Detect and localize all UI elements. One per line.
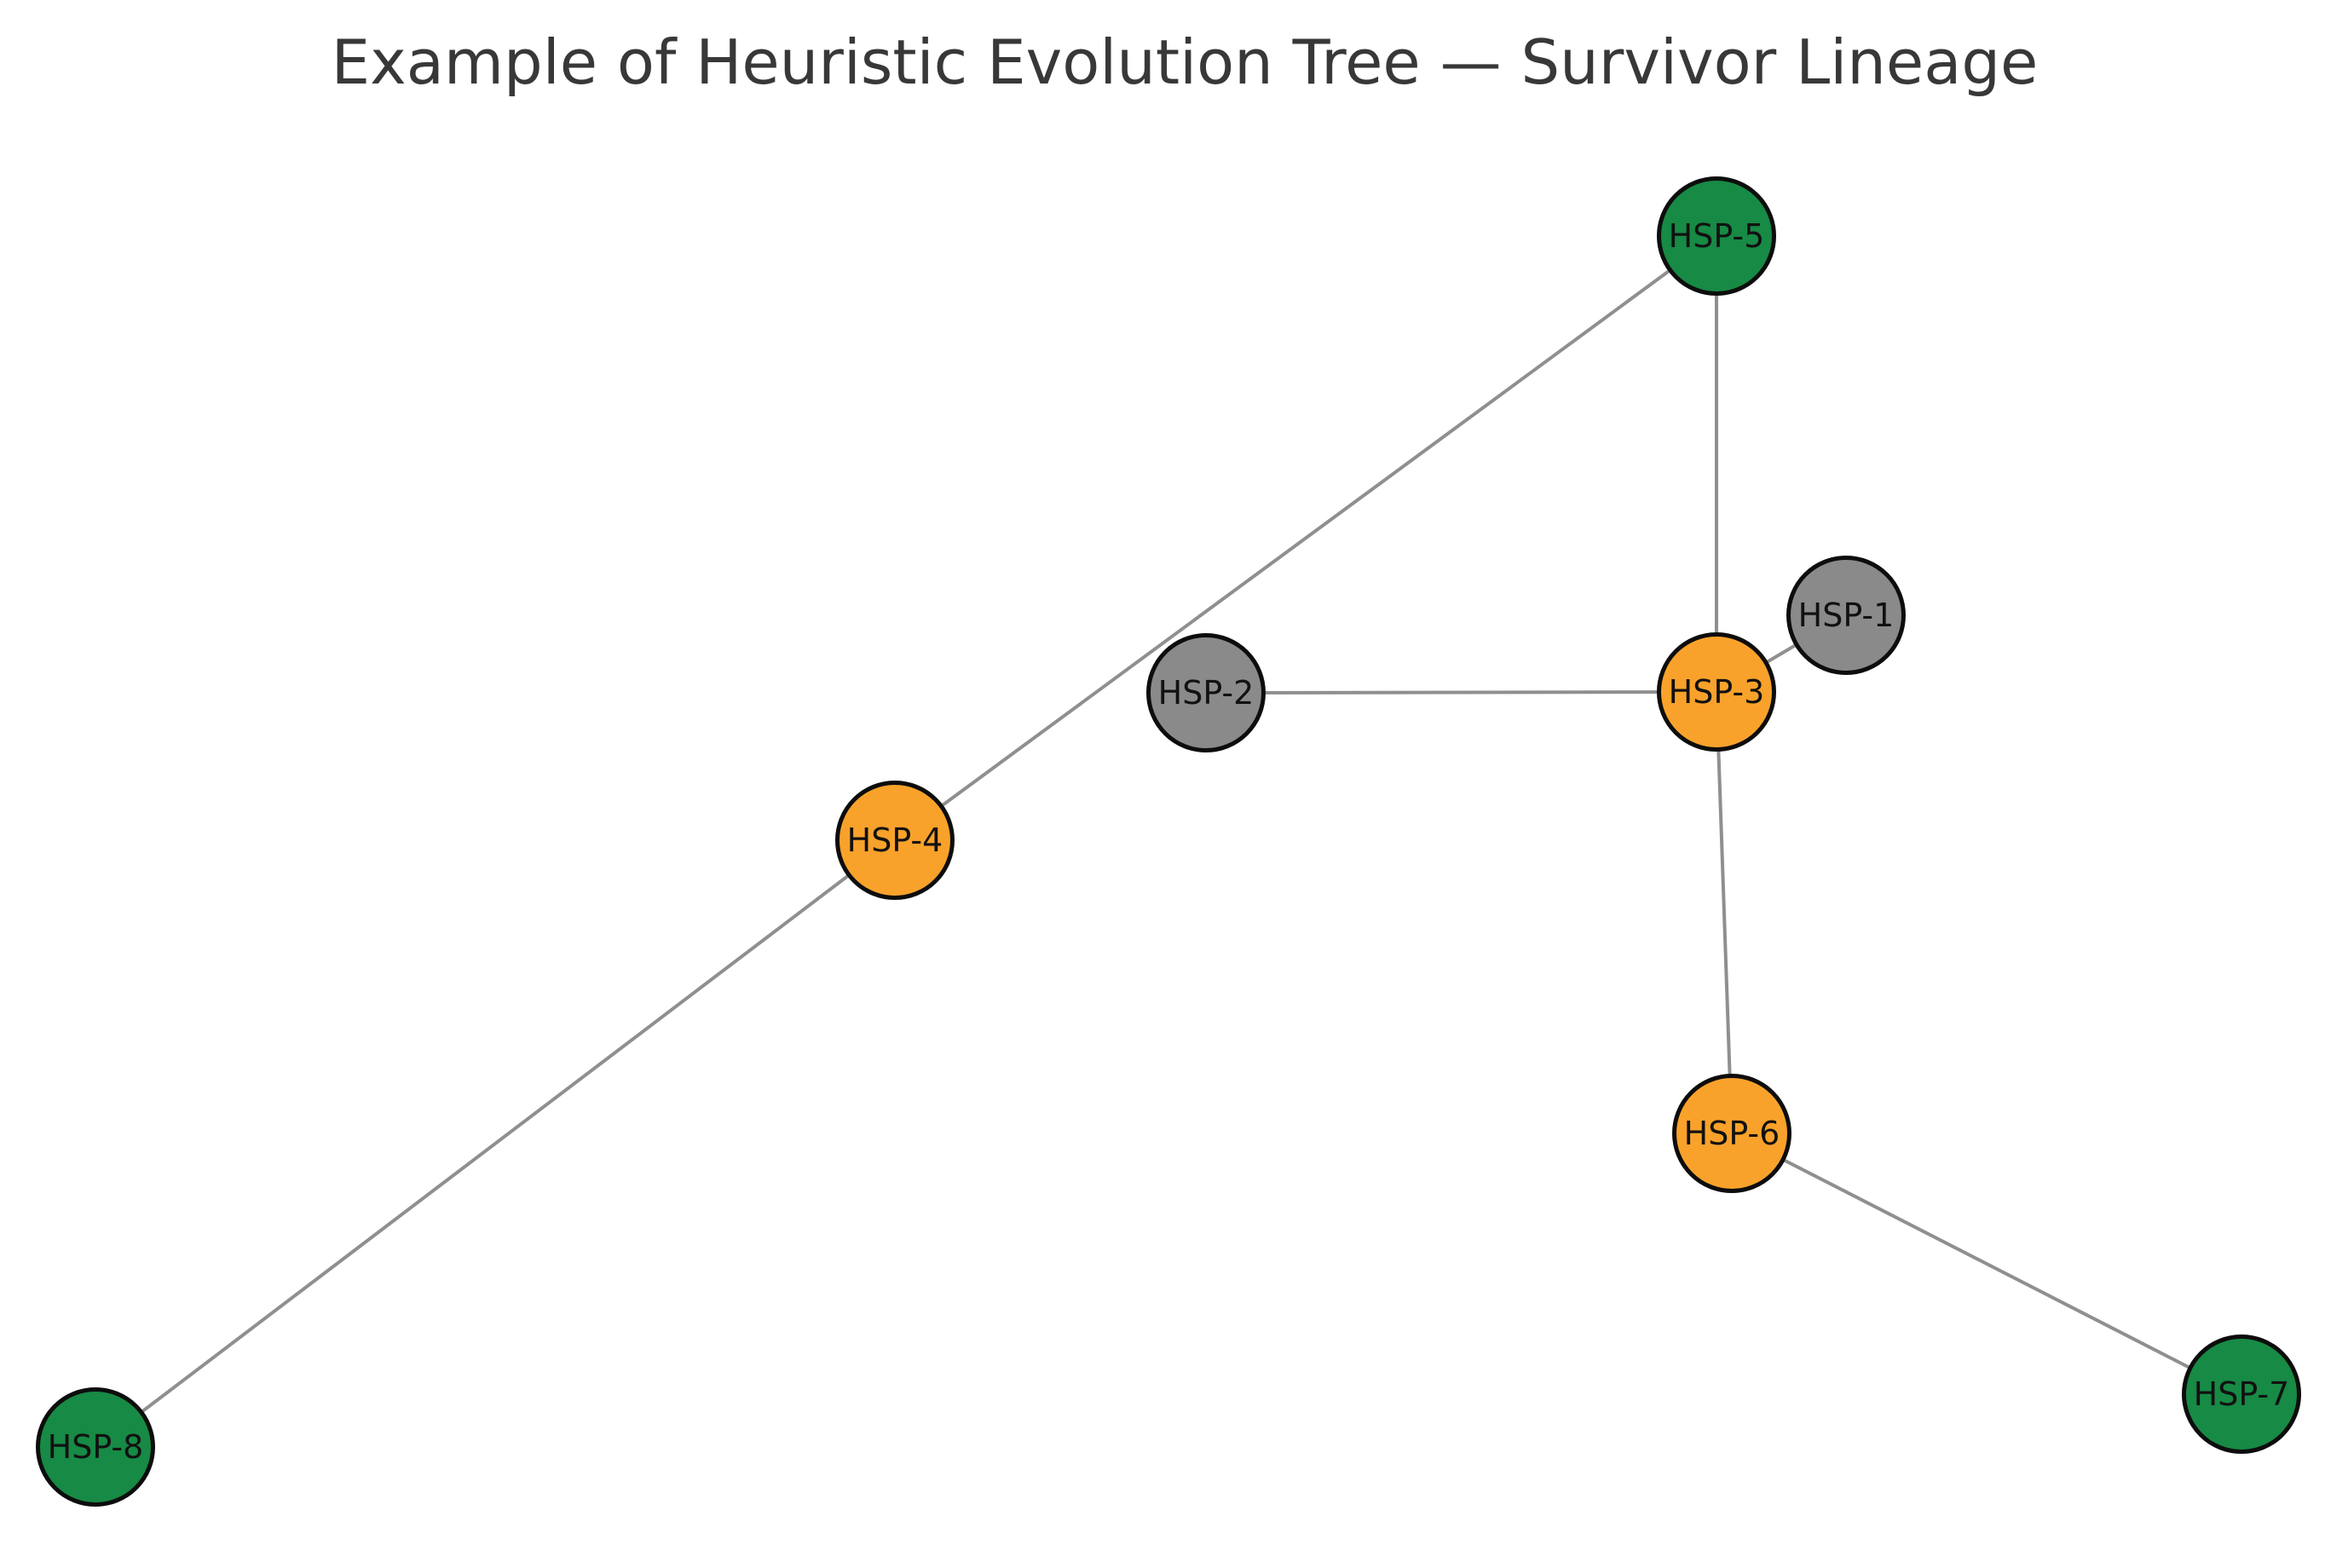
node-hsp-5: HSP-5 [1657,176,1776,296]
edge-hsp-4-hsp-8 [94,839,897,1449]
node-label-hsp-6: HSP-6 [1683,1115,1780,1152]
node-label-hsp-7: HSP-7 [2193,1375,2290,1413]
edge-hsp-3-hsp-6 [1715,691,1734,1134]
node-hsp-3: HSP-3 [1657,632,1776,752]
node-label-hsp-5: HSP-5 [1668,217,1765,255]
figure-title: Example of Heuristic Evolution Tree — Su… [331,26,2039,98]
node-hsp-6: HSP-6 [1672,1074,1791,1193]
edge-hsp-2-hsp-3 [1205,690,1717,695]
node-label-hsp-2: HSP-2 [1157,674,1255,712]
node-hsp-7: HSP-7 [2182,1335,2301,1454]
node-hsp-4: HSP-4 [835,781,955,900]
edge-hsp-5-hsp-4 [893,234,1718,842]
node-label-hsp-8: HSP-8 [47,1428,144,1466]
node-label-hsp-3: HSP-3 [1668,673,1765,711]
node-label-hsp-4: HSP-4 [846,821,943,859]
node-hsp-1: HSP-1 [1786,556,1906,675]
node-hsp-2: HSP-2 [1146,633,1266,752]
node-label-hsp-1: HSP-1 [1797,597,1895,634]
node-hsp-8: HSP-8 [36,1387,155,1507]
edge-hsp-6-hsp-7 [1731,1132,2242,1396]
